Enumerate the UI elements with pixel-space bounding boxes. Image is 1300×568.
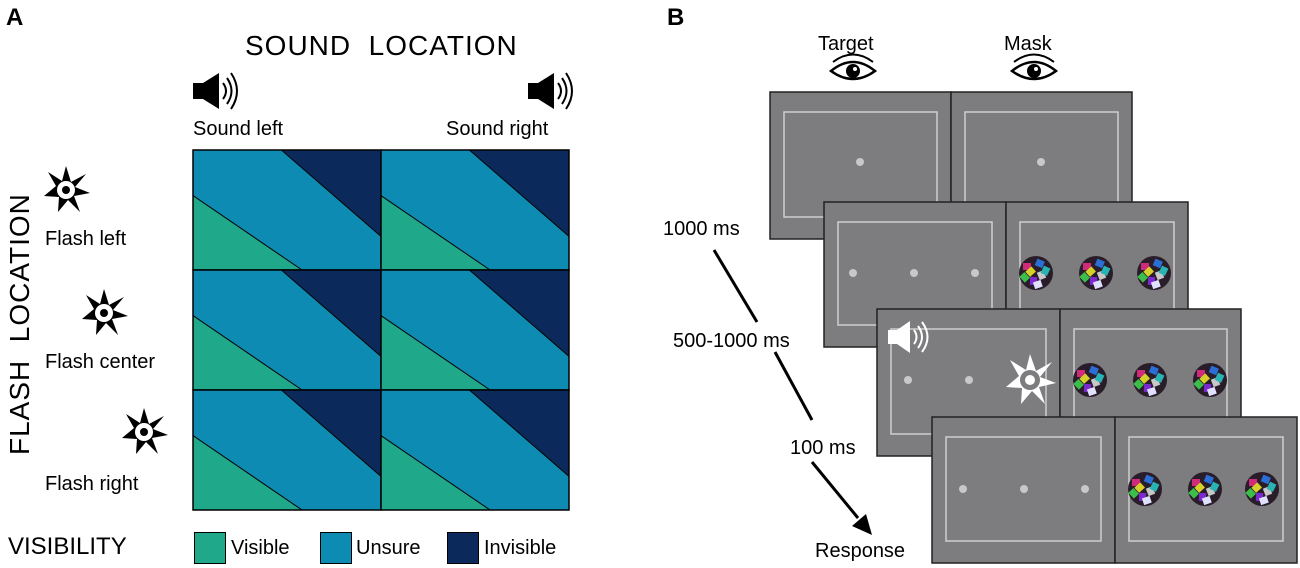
legend-label-visible: Visible [231,537,290,559]
time-arrow [712,249,872,535]
fixation-dot [965,376,973,384]
flash-star-icon-white [1006,354,1056,404]
fixation-dot [849,269,857,277]
sound-right-label: Sound right [446,118,549,140]
mask-patch-icon [1188,472,1222,506]
screen-mask-1 [950,91,1133,240]
panel-a-letter: A [6,4,24,31]
screen-target-2 [823,201,1007,348]
fixation-dot [910,269,918,277]
mask-patch-icon [1019,256,1053,290]
sound-location-header: SOUND LOCATION [245,30,518,61]
visibility-cell-r2-c0 [192,389,382,511]
visibility-cell-r0-c0 [192,149,382,271]
legend-swatch-visible [194,532,226,564]
mask-patch-icon [1133,363,1167,397]
fixation-dot [1020,485,1028,493]
legend-label-unsure: Unsure [356,537,421,559]
fixation-dot [1037,158,1045,166]
time-100-label: 100 ms [790,437,856,459]
eye-icon-mask [1009,53,1059,81]
visibility-label: VISIBILITY [8,533,127,560]
time-1000-label: 1000 ms [663,218,740,240]
time-500-1000-label: 500-1000 ms [673,330,790,352]
legend-swatch-unsure [320,532,352,564]
mask-patch-icon [1245,472,1279,506]
visibility-cell-r1-c0 [192,269,382,391]
screen-target-3 [876,308,1061,457]
flash-left-label: Flash left [45,228,127,250]
screen-mask-3 [1059,308,1242,457]
visibility-cell-r1-c1 [380,269,570,391]
fixation-dot [904,376,912,384]
visibility-cell-r2-c1 [380,389,570,511]
screen-target-4 [931,416,1116,564]
legend-label-invisible: Invisible [484,537,557,559]
screen-mask-2 [1005,201,1189,348]
response-label: Response [815,540,906,562]
visibility-cell-r0-c1 [380,149,570,271]
screen-mask-4 [1114,416,1298,564]
mask-patch-icon [1073,363,1107,397]
mask-patch-icon [1079,256,1113,290]
screen-target-1 [769,91,952,240]
flash-center-label: Flash center [45,351,156,373]
flash-location-header: FLASH LOCATION [4,193,35,455]
mask-patch-icon [1137,256,1171,290]
fixation-dot [971,269,979,277]
flash-star-icon-left [44,166,90,212]
target-label: Target [818,33,874,55]
eye-icon-target [828,53,878,81]
mask-label: Mask [1004,33,1052,55]
fixation-dot [856,158,864,166]
fixation-dot [959,485,967,493]
fixation-dot [1081,485,1089,493]
legend-swatch-invisible [447,532,479,564]
speaker-icon-white [888,321,929,353]
sound-left-label: Sound left [193,118,284,140]
mask-patch-icon [1128,472,1162,506]
flash-right-label: Flash right [45,473,139,495]
mask-patch-icon [1193,363,1227,397]
flash-star-icon-right [122,408,168,454]
flash-star-icon-center [82,289,128,335]
panel-b-letter: B [667,4,685,31]
